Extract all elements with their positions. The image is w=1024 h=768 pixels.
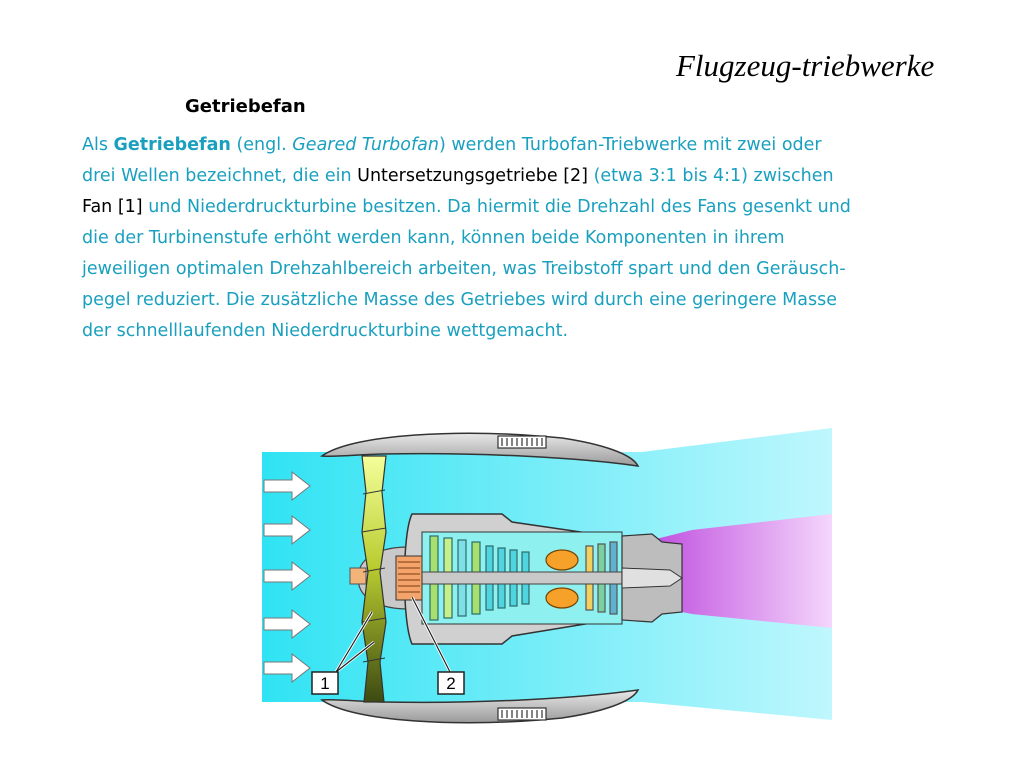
term-fan: Fan [1] (82, 197, 143, 217)
text-segment: (engl. (230, 135, 293, 155)
text-segment: und Niederdruckturbine besitzen. Da hier… (142, 197, 851, 217)
term-getriebefan: Getriebefan (113, 135, 231, 155)
slide-title: Flugzeug-triebwerke (676, 48, 935, 83)
paragraph-line-3: Fan [1] und Niederdruckturbine besitzen.… (82, 192, 1002, 223)
fan-blade-segments (361, 489, 387, 663)
text-segment: (etwa 3:1 bis 4:1) zwischen (593, 166, 834, 186)
term-geared-turbofan: Geared Turbofan (292, 135, 439, 155)
paragraph-line-6: pegel reduziert. Die zusätzliche Masse d… (82, 290, 837, 310)
description-paragraph: Als Getriebefan (engl. Geared Turbofan) … (82, 130, 1002, 347)
text-segment: ) werden Turbofan-Triebwerke mit zwei od… (438, 135, 822, 155)
paragraph-line-7: der schnelllaufenden Niederdruckturbine … (82, 321, 569, 341)
reduction-gearbox (395, 555, 423, 601)
label-fan-number: 1 (320, 674, 329, 693)
paragraph-line-2: drei Wellen bezeichnet, die ein Unterset… (82, 161, 1002, 192)
paragraph-line-4: die der Turbinenstufe erhöht werden kann… (82, 228, 785, 248)
tail-cone (621, 567, 683, 589)
callout-label-fan: 1 (311, 671, 339, 695)
upper-nacelle (319, 432, 640, 467)
term-untersetzungsgetriebe: Untersetzungsgetriebe [2] (357, 166, 594, 186)
fan-blades (361, 455, 387, 703)
nacelle-vents (497, 435, 547, 721)
paragraph-line-5: jeweiligen optimalen Drehzahlbereich arb… (82, 259, 846, 279)
exhaust-plume (652, 514, 832, 628)
callout-label-gearbox: 2 (437, 671, 465, 695)
inlet-arrows (263, 470, 311, 684)
combustion-chamber (545, 549, 579, 609)
section-heading: Getriebefan (185, 96, 306, 117)
text-segment: drei Wellen bezeichnet, die ein (82, 166, 358, 186)
main-shaft (421, 571, 653, 585)
paragraph-line-1: Als Getriebefan (engl. Geared Turbofan) … (82, 130, 1002, 161)
text-segment: Als (82, 135, 114, 155)
fan-hub (349, 567, 367, 585)
label-gearbox-number: 2 (446, 674, 455, 693)
geared-turbofan-diagram: 1 2 (262, 428, 832, 724)
